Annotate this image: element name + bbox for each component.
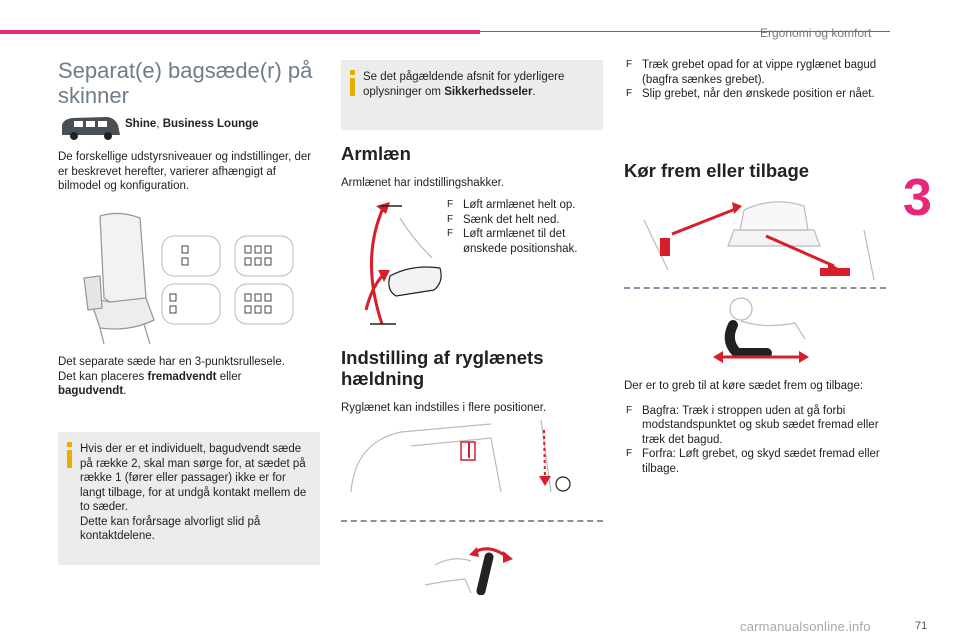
page-number: 71	[915, 620, 928, 632]
page-title: Separat(e) bagsæde(r) på skinner	[58, 58, 313, 108]
slide-seat-illustration	[713, 297, 809, 363]
info-icon	[67, 442, 72, 468]
move-text: Der er to greb til at køre sædet frem og…	[624, 380, 880, 475]
recline-heading: Indstilling af ryglænets hældning	[341, 347, 544, 389]
warning-box: Hvis der er et individuelt, bagudvendt s…	[58, 432, 320, 565]
versions-label: Shine, Business Lounge	[125, 118, 259, 130]
section-title: Ergonomi og komfort	[760, 26, 872, 40]
armrest-illustration	[364, 202, 442, 325]
seat-layout-illustration	[83, 212, 294, 345]
intro-text: De forskellige udstyrsniveauer og indsti…	[58, 151, 312, 192]
seat-rail-illustration	[643, 201, 875, 281]
chapter-tab: 3	[903, 169, 932, 227]
recline-section: Indstilling af ryglænets hældning Ryglæn…	[341, 347, 603, 416]
belt-text: Det separate sæde har en 3-punktsrullese…	[58, 356, 285, 397]
divider-dashed	[341, 520, 603, 522]
move-heading: Kør frem eller tilbage	[624, 160, 810, 181]
recline-seat-illustration	[424, 547, 513, 595]
armrest-heading: Armlæn	[341, 143, 411, 164]
watermark: carmanualsonline.info	[740, 619, 871, 634]
header-rule	[480, 31, 890, 32]
move-section: Kør frem eller tilbage	[624, 160, 886, 181]
info-box-seatbelts: Se det pågældende afsnit for yderligere …	[341, 60, 603, 130]
divider-dashed	[624, 287, 886, 289]
armrest-section: Armlæn Armlænet har indstillingshakker.	[341, 143, 603, 191]
recline-lever-illustration	[350, 419, 571, 493]
info-icon	[350, 70, 355, 96]
header-accent-bar	[0, 30, 480, 34]
van-icon	[62, 117, 120, 140]
column-1: Separat(e) bagsæde(r) på skinner	[58, 58, 320, 108]
